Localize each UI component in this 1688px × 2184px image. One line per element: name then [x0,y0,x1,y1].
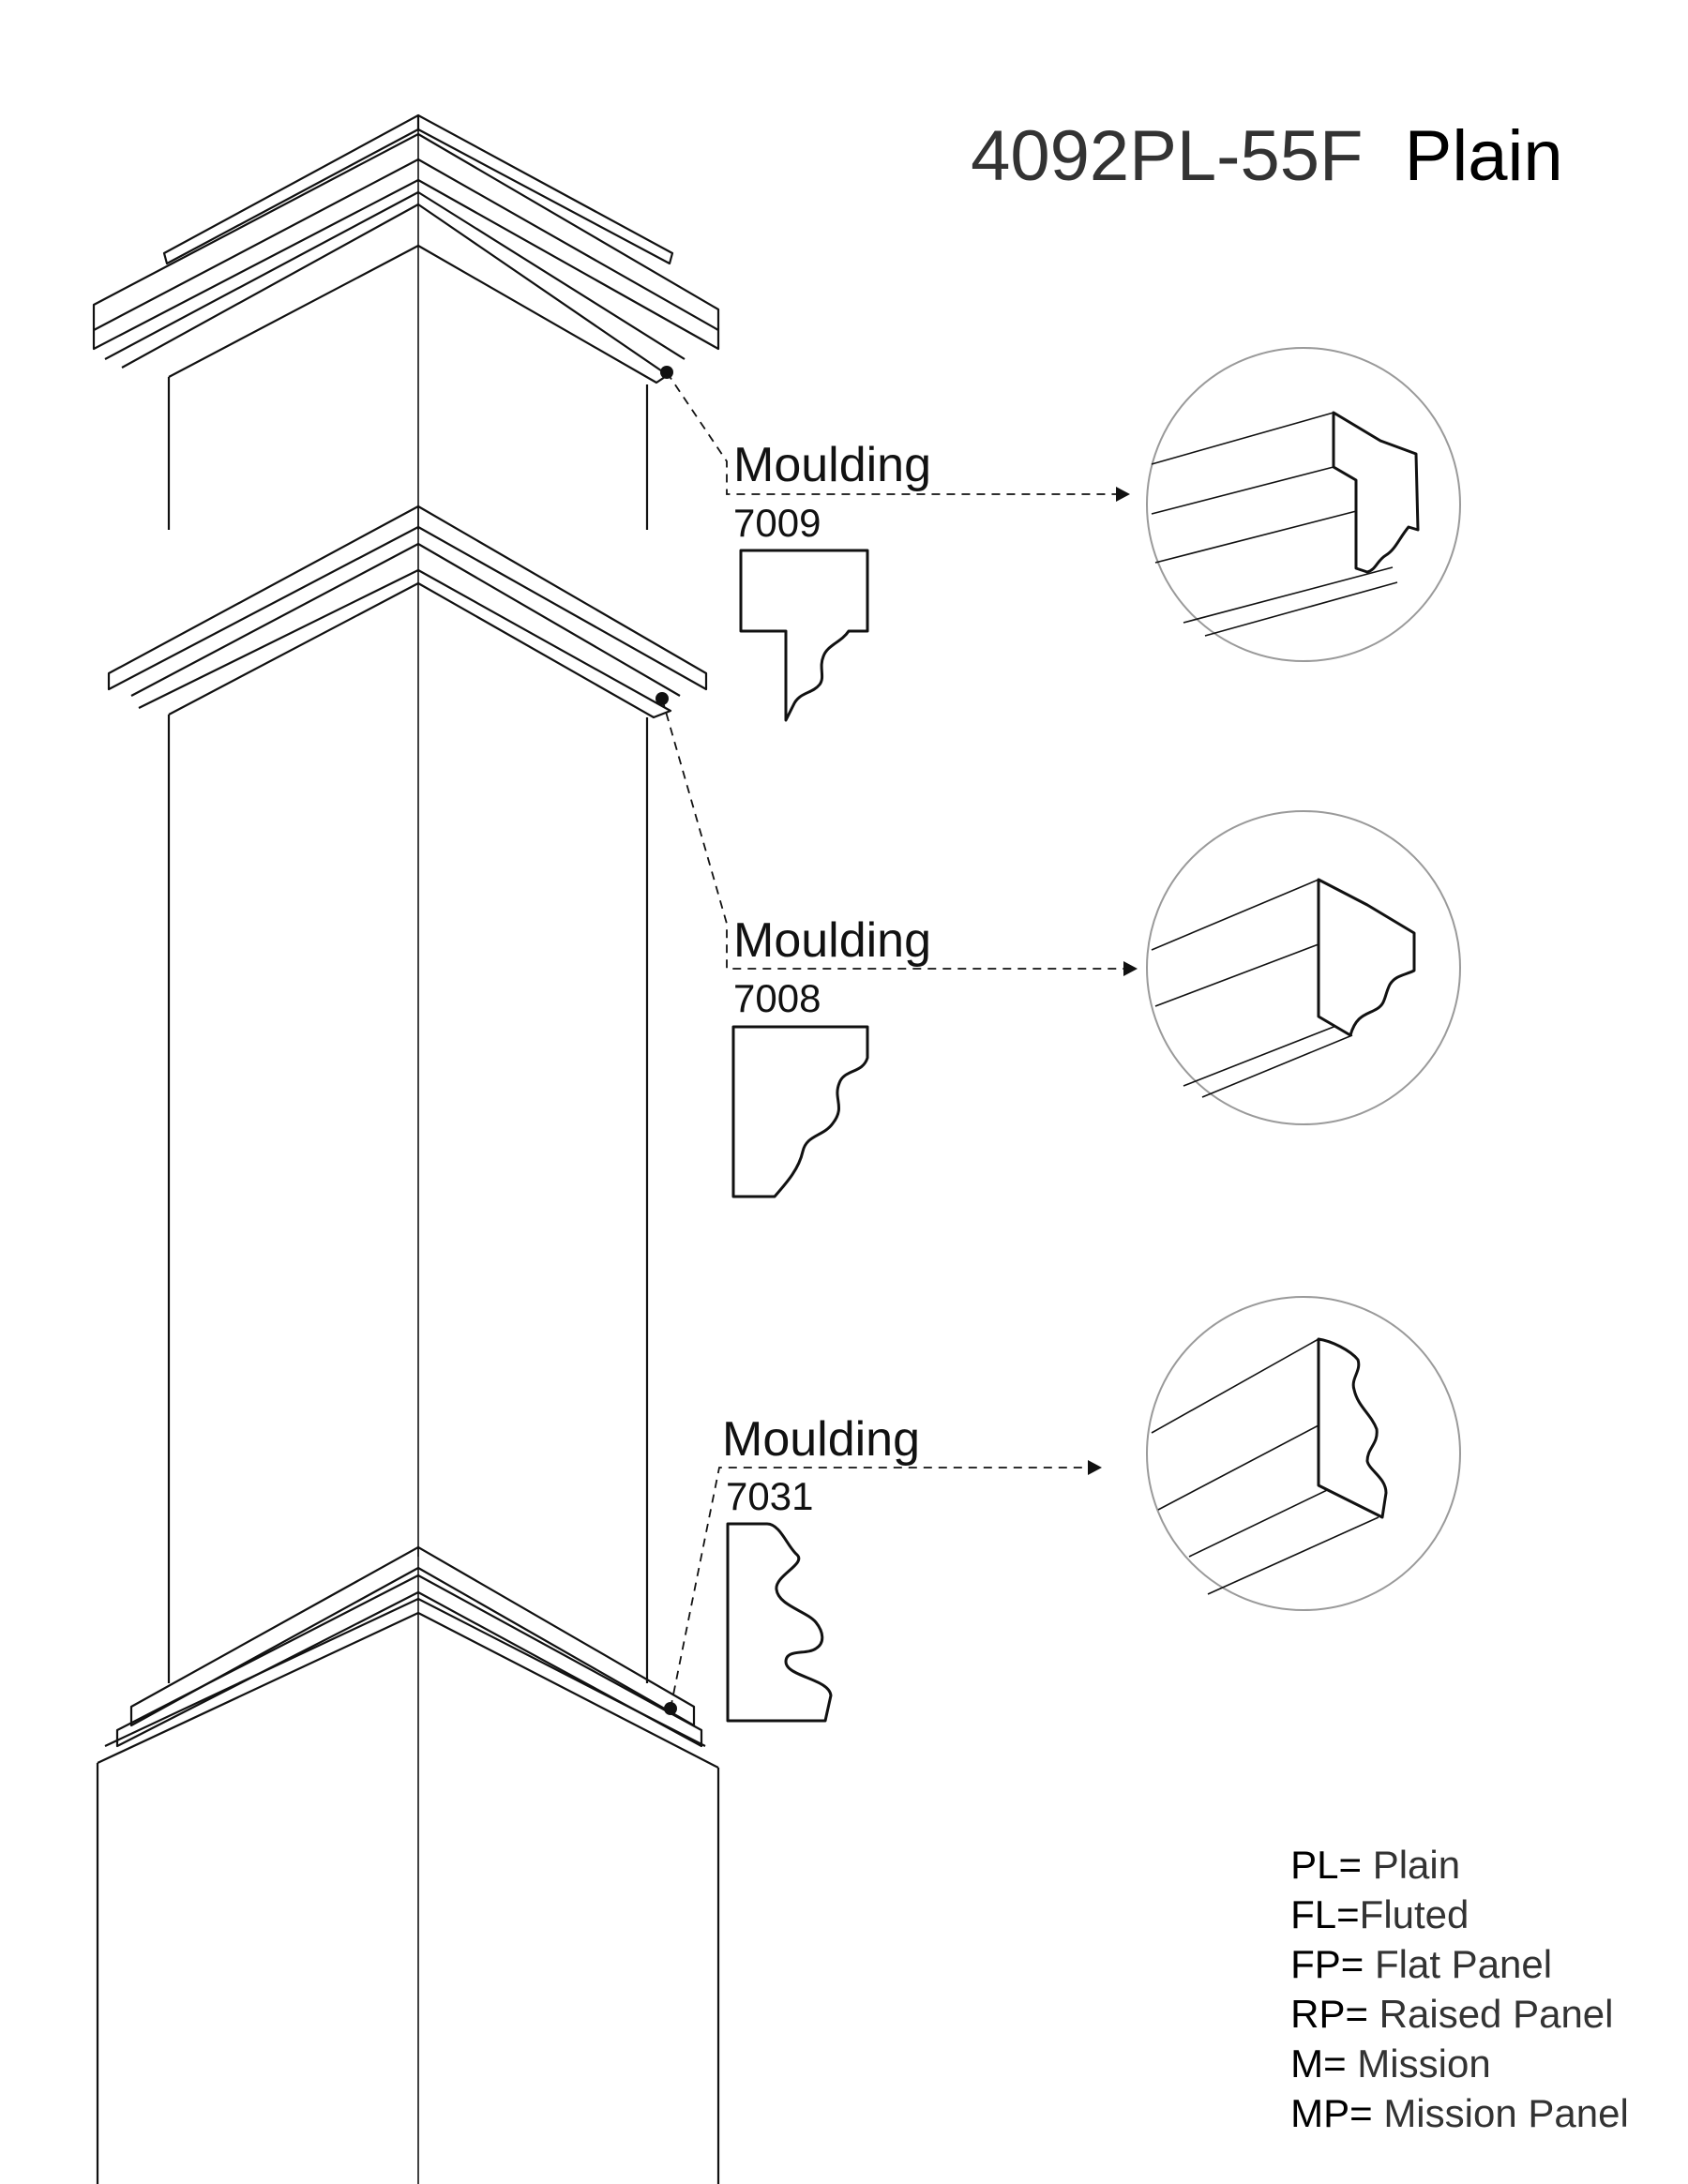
moulding-number-7009: 7009 [733,501,821,545]
moulding-label-7008: Moulding [733,913,931,968]
legend-item-mp: MP= Mission Panel [1261,2091,1650,2135]
title: 4092PL-55F Plain [950,116,1575,196]
legend-item-m: M= Mission [1261,2041,1512,2086]
arrow-head-icon [1123,961,1138,976]
moulding-callout-7009: Moulding 7009 [666,347,1461,722]
moulding-label-7009: Moulding [733,438,931,492]
moulding-detail-7009 [1146,347,1461,662]
moulding-number-7031: 7031 [726,1474,813,1518]
plinth [96,1611,720,2184]
legend: PL= Plain FL=Fluted FP= Flat Panel RP= R… [1261,1843,1650,2135]
moulding-callout-7008: Moulding 7008 [661,698,1461,1198]
middle-band [107,505,708,719]
moulding-profile-7009 [739,549,869,722]
moulding-profile-7008 [731,1025,869,1198]
legend-item-fl: FL=Fluted [1261,1892,1490,1936]
legend-item-rp: RP= Raised Panel [1261,1992,1635,2036]
arrow-head-icon [1088,1460,1102,1475]
moulding-detail-7031 [1146,1296,1461,1611]
moulding-detail-7008 [1146,810,1461,1125]
base-band [104,1545,706,1748]
moulding-label-7031: Moulding [722,1412,920,1467]
moulding-profile-7031 [726,1522,833,1723]
top-cap [92,113,720,384]
legend-item-pl: PL= Plain [1261,1843,1481,1887]
main-shaft [167,583,649,1683]
moulding-callout-7031: Moulding 7031 [670,1296,1461,1723]
column [92,113,720,2184]
legend-item-fp: FP= Flat Panel [1261,1942,1573,1986]
upper-shaft [167,246,649,530]
arrow-head-icon [1116,487,1130,502]
product-style: Plain [1405,116,1563,196]
moulding-number-7008: 7008 [733,976,821,1020]
product-code: 4092PL-55F [971,116,1363,196]
